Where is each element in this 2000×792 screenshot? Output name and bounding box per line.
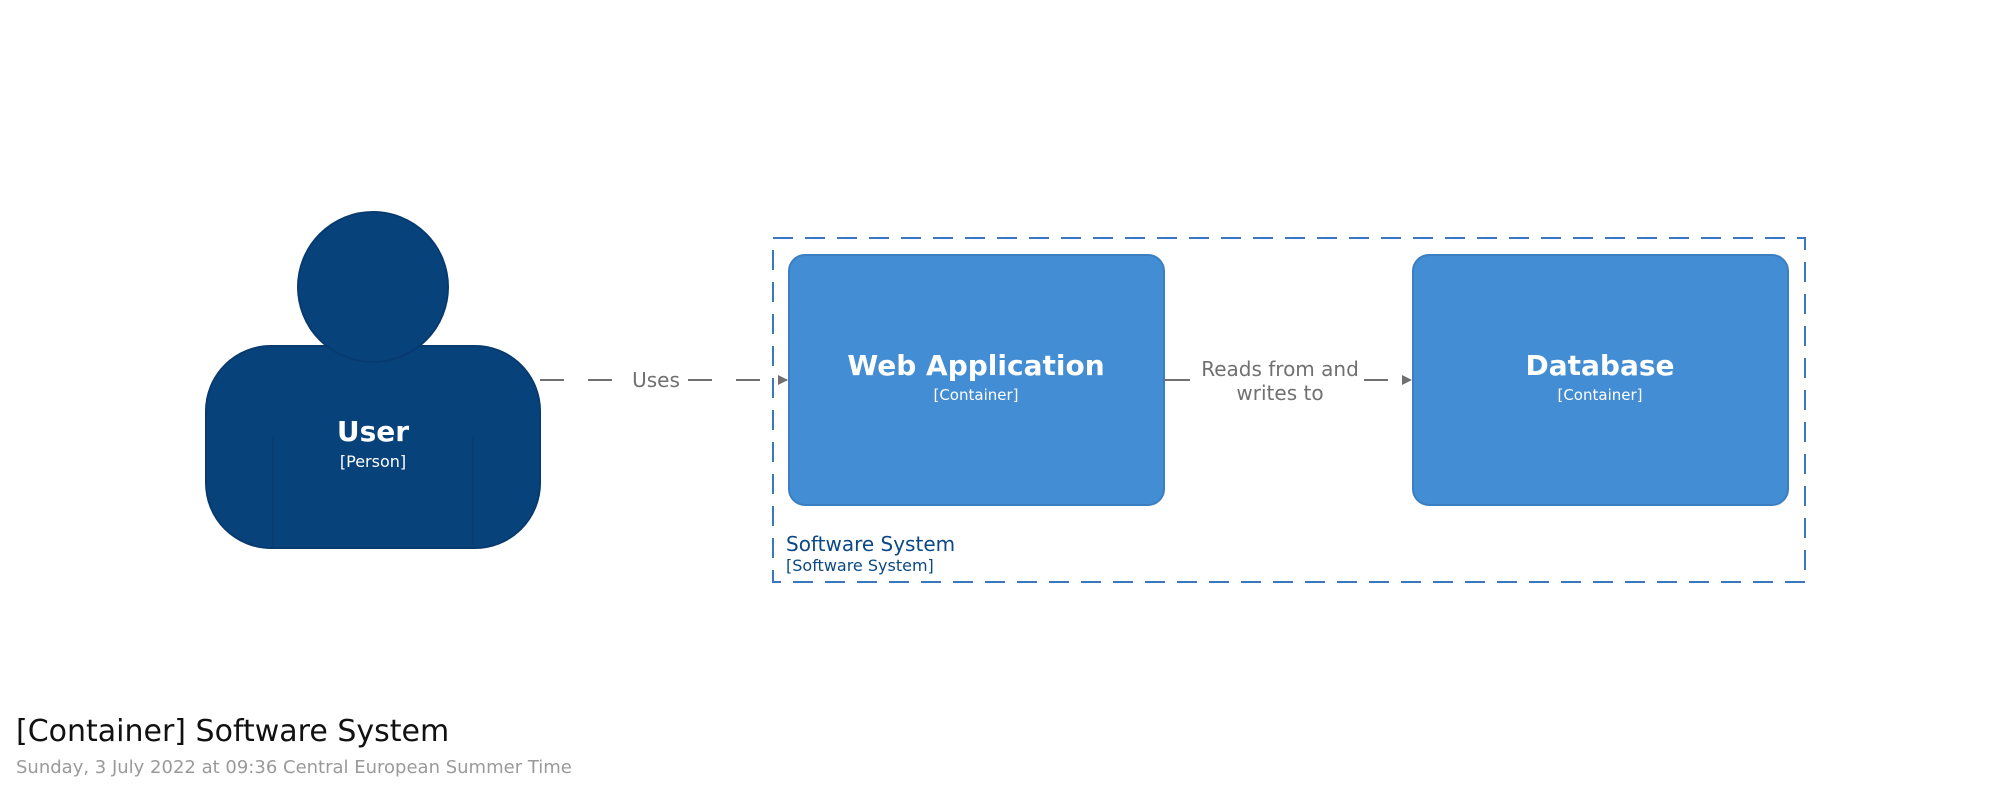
software-system-boundary[interactable]: Software System [Software System]: [772, 237, 1806, 583]
person-name: User: [337, 415, 409, 448]
relationship-reads-writes[interactable]: Reads from and writes to: [1164, 357, 1412, 405]
person-head: [297, 211, 449, 363]
container-web-application[interactable]: Web Application [Container]: [788, 254, 1165, 506]
person-icon: [205, 211, 541, 549]
database-type: [Container]: [1557, 386, 1642, 404]
boundary-name: Software System: [786, 532, 955, 556]
edge-label-reads-writes-line1: Reads from and: [1201, 357, 1359, 381]
boundary-frame: [772, 237, 1806, 583]
boundary-type: [Software System]: [786, 556, 934, 575]
diagram-title: [Container] Software System: [16, 714, 450, 749]
person-type: [Person]: [340, 452, 406, 471]
database-name: Database: [1525, 349, 1674, 382]
relationship-uses[interactable]: Uses: [540, 368, 788, 392]
web-application-type: [Container]: [933, 386, 1018, 404]
database-box: [1412, 254, 1789, 506]
container-database[interactable]: Database [Container]: [1412, 254, 1789, 506]
edge-label-reads-writes-line2: writes to: [1236, 381, 1323, 405]
edge-label-uses: Uses: [632, 368, 680, 392]
web-application-name: Web Application: [847, 349, 1104, 382]
diagram-timestamp: Sunday, 3 July 2022 at 09:36 Central Eur…: [16, 757, 572, 778]
person-user[interactable]: User [Person]: [205, 211, 541, 549]
